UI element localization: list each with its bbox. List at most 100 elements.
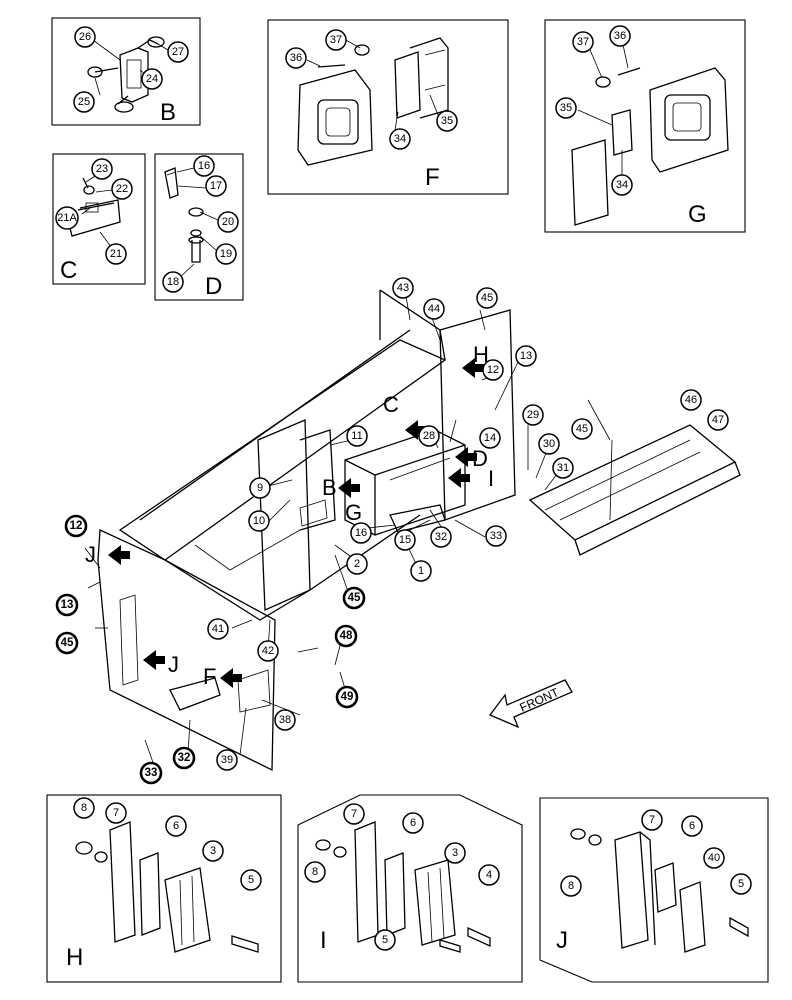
arrow-f-icon [220, 668, 242, 688]
callout-49: 49 [335, 685, 359, 709]
svg-text:12: 12 [70, 520, 83, 532]
callout-23: 23 [91, 158, 113, 180]
callout-47: 47 [707, 409, 729, 431]
lower-handle [169, 677, 221, 711]
svg-text:7: 7 [649, 814, 655, 826]
svg-text:31: 31 [557, 462, 569, 474]
callout-26: 26 [74, 26, 96, 48]
view-letter-i: I [320, 927, 327, 954]
svg-text:13: 13 [520, 350, 532, 362]
main-view-markers: H C D I B G J J F [85, 342, 494, 689]
arrow-j-upper-icon [108, 545, 130, 565]
svg-text:10: 10 [253, 515, 265, 527]
svg-text:32: 32 [178, 752, 191, 764]
door-lock-assembly-f [297, 37, 449, 166]
callout-48: 48 [334, 624, 358, 648]
svg-text:11: 11 [351, 430, 362, 442]
callout-41: 41 [207, 618, 229, 640]
handle-assembly-c [69, 177, 121, 237]
detail-view-h: H [46, 794, 282, 983]
view-letter-c: C [60, 257, 77, 284]
svg-text:25: 25 [78, 96, 90, 108]
door-lock-assembly-g [571, 67, 729, 226]
svg-text:46: 46 [685, 394, 697, 406]
view-letter-h: H [66, 944, 83, 971]
view-letter-f: F [425, 164, 440, 191]
callout-1: 1 [410, 560, 432, 582]
bracket-assembly-d [164, 167, 204, 263]
callout-44: 44 [423, 298, 445, 320]
hinge-assembly-h [75, 821, 259, 953]
callout-11: 11 [346, 425, 368, 447]
callout-8-i: 8 [304, 861, 326, 883]
svg-text:4: 4 [486, 869, 492, 881]
callout-3-i: 3 [444, 842, 466, 864]
detail-view-j: J [539, 797, 769, 983]
view-letter-b: B [160, 99, 176, 126]
detail-frame-f [267, 19, 509, 195]
view-letter-j: J [556, 927, 568, 954]
svg-text:6: 6 [173, 820, 179, 832]
svg-text:45: 45 [576, 423, 588, 435]
callout-37-g: 37 [572, 31, 594, 53]
svg-text:40: 40 [708, 852, 720, 864]
callout-35-g: 35 [555, 97, 577, 119]
callout-bubbles: 26 27 24 25 25 23 22 21A 21 16 17 20 19 … [55, 25, 752, 951]
callout-45-left: 45 [55, 631, 79, 655]
callout-6-j: 6 [681, 815, 703, 837]
callout-30: 30 [538, 433, 560, 455]
callout-45-top: 45 [476, 287, 498, 309]
callout-7-i: 7 [343, 803, 365, 825]
callout-5-i: 5 [374, 929, 396, 951]
callout-8-j: 8 [560, 875, 582, 897]
callout-35-f: 35 [436, 110, 458, 132]
view-arrows [108, 358, 484, 688]
callout-3-h: 3 [202, 840, 224, 862]
callout-36-f: 36 [285, 47, 307, 69]
svg-text:38: 38 [279, 714, 291, 726]
svg-text:3: 3 [452, 847, 458, 859]
callout-33-lower: 33 [139, 761, 163, 785]
callout-21: 21 [105, 243, 127, 265]
callout-25-lower: 25 [114, 112, 126, 124]
svg-text:18: 18 [167, 276, 179, 288]
svg-text:34: 34 [394, 133, 406, 145]
arrow-j-lower-icon [143, 650, 165, 670]
svg-text:36: 36 [290, 52, 302, 64]
svg-text:5: 5 [248, 874, 254, 886]
svg-text:36: 36 [614, 30, 626, 42]
callout-36-g: 36 [609, 25, 631, 47]
svg-text:2: 2 [354, 558, 360, 570]
callout-14: 14 [479, 427, 501, 449]
callout-34-g: 34 [611, 174, 633, 196]
svg-text:33: 33 [145, 767, 158, 779]
detail-frame-b [51, 17, 201, 126]
callout-12-top: 12 [482, 359, 504, 381]
rear-side-panel [439, 309, 516, 521]
marker-letter-j-upper: J [85, 542, 96, 567]
svg-text:17: 17 [210, 180, 222, 192]
svg-text:34: 34 [616, 179, 628, 191]
callout-9: 9 [249, 477, 271, 499]
main-frame-assembly [97, 289, 741, 772]
callout-13-left: 13 [55, 593, 79, 617]
svg-text:6: 6 [410, 817, 416, 829]
detail-frame-h [46, 794, 282, 983]
marker-letter-d: D [472, 446, 488, 471]
svg-text:5: 5 [738, 878, 744, 890]
callout-6-i: 6 [402, 812, 424, 834]
svg-text:43: 43 [397, 282, 409, 294]
svg-text:45: 45 [61, 637, 74, 649]
svg-text:8: 8 [568, 880, 574, 892]
callout-16-d: 16 [193, 155, 215, 177]
callout-25-upper: 25 [73, 91, 95, 113]
svg-text:44: 44 [428, 303, 440, 315]
marker-letter-h: H [473, 342, 489, 367]
marker-letter-g: G [345, 500, 362, 525]
arrow-h-icon [462, 358, 484, 378]
svg-text:32: 32 [435, 531, 447, 543]
svg-text:39: 39 [221, 754, 233, 766]
detail-view-f: F [267, 19, 509, 195]
svg-text:13: 13 [61, 599, 74, 611]
